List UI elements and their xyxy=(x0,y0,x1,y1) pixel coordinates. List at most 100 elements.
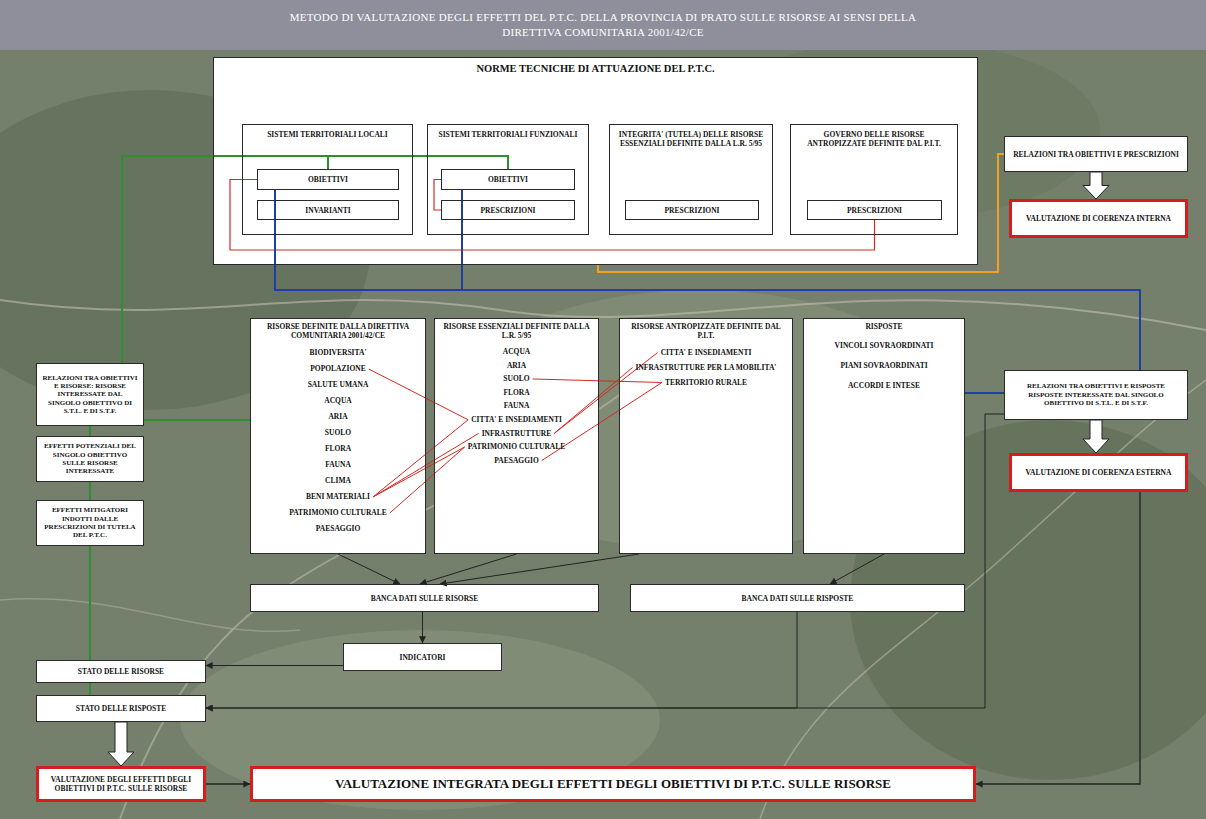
box-fill xyxy=(250,318,426,554)
connector xyxy=(206,665,343,666)
list-item: ARIA xyxy=(328,409,347,425)
box-fill xyxy=(625,200,759,220)
relation-line xyxy=(373,447,465,497)
list-item: PAESAGGIO xyxy=(494,454,538,468)
box-label: GOVERNO DELLE RISORSE ANTROPIZZATE DEFIN… xyxy=(795,130,953,148)
title-band xyxy=(0,0,1206,50)
box-fill xyxy=(257,200,399,220)
box-label: EFFETTI POTENZIALI DEL SINGOLO OBIETTIVO… xyxy=(41,442,139,476)
state-box: STATO DELLE RISORSE xyxy=(36,660,206,683)
box-fill xyxy=(619,318,793,554)
list-item: SUOLO xyxy=(503,372,529,386)
list-item: CITTA' E INSEDIAMENTI xyxy=(661,345,752,360)
box-label: PRESCRIZIONI xyxy=(664,206,719,215)
process-box: PRESCRIZIONI xyxy=(807,200,942,220)
list-box: RISPOSTEVINCOLI SOVRAORDINATIPIANI SOVRA… xyxy=(803,318,965,554)
box-fill xyxy=(807,200,942,220)
list-item: TERRITORIO RURALE xyxy=(665,375,747,390)
connector xyxy=(144,419,250,421)
connector xyxy=(598,154,1004,272)
process-box: INDICATORI xyxy=(343,643,502,671)
list-box: RISORSE ANTROPIZZATE DEFINITE DAL P.I.T.… xyxy=(619,318,793,554)
list-item: SUOLO xyxy=(325,425,351,441)
list-item: BIODIVERSITA' xyxy=(310,345,367,361)
box-fill xyxy=(630,584,965,612)
database-box: BANCA DATI SULLE RISPOSTE xyxy=(630,584,965,612)
group-box: SISTEMI TERRITORIALI FUNZIONALIOBIETTIVI… xyxy=(427,124,589,235)
state-box: STATO DELLE RISPOSTE xyxy=(36,695,206,722)
connector xyxy=(206,612,797,708)
connector xyxy=(89,426,91,436)
box-label: STATO DELLE RISORSE xyxy=(78,667,164,676)
list-item: ARIA xyxy=(507,359,526,373)
connector xyxy=(122,156,508,363)
connector xyxy=(89,546,91,660)
relation-line xyxy=(533,379,662,383)
list-item: FAUNA xyxy=(504,399,530,413)
box-fill xyxy=(250,584,599,612)
list-heading: RISORSE ESSENZIALI DEFINITE DALLA L.R. 5… xyxy=(439,322,594,340)
list-item: VINCOLI SOVRAORDINATI xyxy=(835,336,934,356)
list-item: SALUTE UMANA xyxy=(308,377,369,393)
process-box: PRESCRIZIONI xyxy=(625,200,759,220)
list-heading: RISORSE ANTROPIZZATE DEFINITE DAL P.I.T. xyxy=(624,322,788,340)
list-heading: RISORSE DEFINITE DALLA DIRETTIVA COMUNIT… xyxy=(255,322,421,340)
box-fill xyxy=(36,500,144,546)
box-label: INVARIANTI xyxy=(305,206,350,215)
box-fill xyxy=(343,643,502,671)
list-item: PAESAGGIO xyxy=(316,521,360,537)
list-item: BENI MATERIALI xyxy=(306,489,370,505)
list-item: CLIMA xyxy=(325,473,351,489)
process-box: PRESCRIZIONI xyxy=(441,200,575,220)
box-label: OBIETTIVI xyxy=(488,175,528,184)
evaluation-box: VALUTAZIONE DI COERENZA INTERNA xyxy=(1009,199,1188,238)
evaluation-box: VALUTAZIONE DI COERENZA ESTERNA xyxy=(1009,453,1188,492)
box-label: EFFETTI MITIGATORI INDOTTI DALLE PRESCRI… xyxy=(41,506,139,540)
process-box: RELAZIONI TRA OBIETTIVI E RISORSE: RISOR… xyxy=(36,363,144,426)
connector xyxy=(206,783,250,784)
box-fill xyxy=(1009,453,1188,492)
list-box: RISORSE DEFINITE DALLA DIRETTIVA COMUNIT… xyxy=(250,318,426,554)
list-item: FLORA xyxy=(325,441,351,457)
block-arrow xyxy=(1083,420,1109,453)
box-label: BANCA DATI SULLE RISORSE xyxy=(371,594,479,603)
relation-line xyxy=(369,369,468,420)
box-label: STATO DELLE RISPOSTE xyxy=(76,704,166,713)
list-item: ACQUA xyxy=(324,393,352,409)
box-fill xyxy=(36,660,206,683)
relation-line xyxy=(554,368,632,434)
box-fill xyxy=(36,766,206,802)
box-label: SISTEMI TERRITORIALI LOCALI xyxy=(267,130,388,139)
box-fill xyxy=(790,124,958,235)
list-item: CITTA' E INSEDIAMENTI xyxy=(471,413,562,427)
process-box: RELAZIONI TRA OBIETTIVI E RISPOSTE RISPO… xyxy=(1004,370,1188,420)
box-label: INTEGRITA' (TUTELA) DELLE RISORSE ESSENZ… xyxy=(614,130,768,148)
box-label: RELAZIONI TRA OBIETTIVI E RISPOSTE RISPO… xyxy=(1009,382,1183,407)
box-label: RELAZIONI TRA OBIETTIVI E PRESCRIZIONI xyxy=(1013,150,1179,159)
box-fill xyxy=(1004,136,1188,172)
box-fill xyxy=(427,124,589,235)
road xyxy=(0,300,1206,330)
box-fill xyxy=(1004,370,1188,420)
connector xyxy=(89,482,91,500)
connector xyxy=(230,180,875,251)
process-box: RELAZIONI TRA OBIETTIVI E PRESCRIZIONI xyxy=(1004,136,1188,172)
box-label: OBIETTIVI xyxy=(308,175,348,184)
list-item: FLORA xyxy=(503,386,529,400)
process-box: INVARIANTI xyxy=(257,200,399,220)
box-label: PRESCRIZIONI xyxy=(847,206,902,215)
box-fill xyxy=(36,436,144,482)
process-box: EFFETTI POTENZIALI DEL SINGOLO OBIETTIVO… xyxy=(36,436,144,482)
box-label: VALUTAZIONE DI COERENZA ESTERNA xyxy=(1026,468,1172,477)
box-fill xyxy=(434,318,599,554)
box-fill xyxy=(242,124,413,235)
box-fill xyxy=(803,318,965,554)
box-label: RELAZIONI TRA OBIETTIVI E RISORSE: RISOR… xyxy=(41,374,139,416)
block-arrow xyxy=(108,722,134,766)
box-label: NORME TECNICHE DI ATTUAZIONE DEL P.T.C. xyxy=(476,63,714,76)
block-arrow xyxy=(1083,172,1109,199)
list-item: POPOLAZIONE xyxy=(310,361,365,377)
